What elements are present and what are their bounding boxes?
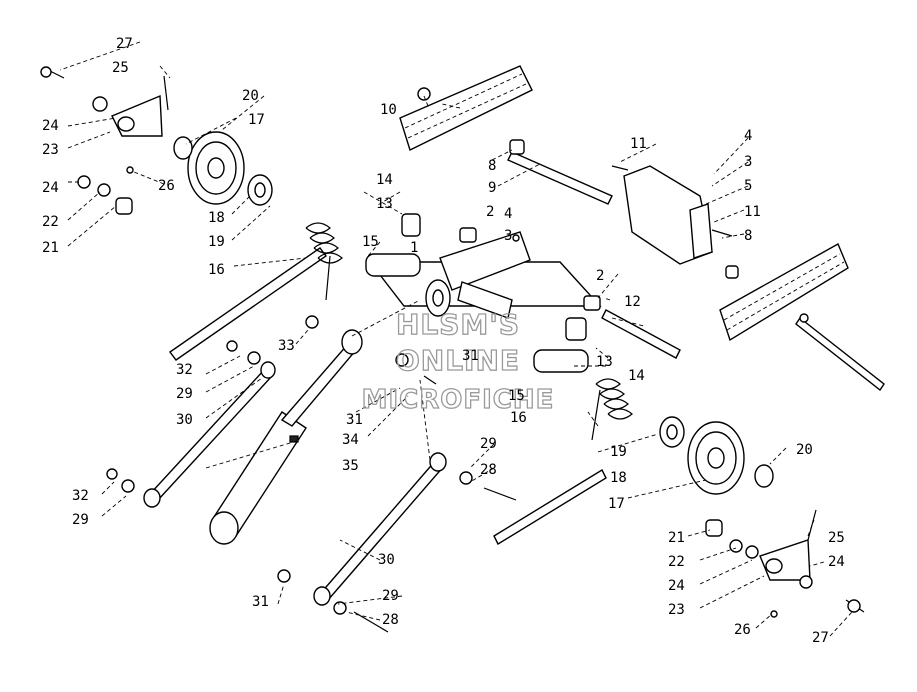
lower-rail (719, 243, 849, 342)
callout-29: 29 (382, 588, 399, 604)
watermark-line-1: HLSM'S (396, 308, 520, 341)
callout-9: 9 (488, 180, 496, 196)
callout-17: 17 (248, 112, 265, 128)
callout-32: 32 (176, 362, 193, 378)
callout-8: 8 (488, 158, 496, 174)
callout-31: 31 (252, 594, 269, 610)
callout-26: 26 (158, 178, 175, 194)
callout-4: 4 (744, 128, 752, 144)
callout-25: 25 (828, 530, 845, 546)
lower-wheel (687, 421, 745, 495)
callout-27: 27 (116, 36, 133, 52)
callout-30: 30 (378, 552, 395, 568)
pivot-arm (368, 231, 602, 319)
callout-4: 4 (504, 206, 512, 222)
callout-14: 14 (628, 368, 645, 384)
bracket (623, 165, 713, 265)
callout-31: 31 (462, 348, 479, 364)
callout-5: 5 (744, 178, 752, 194)
callout-22: 22 (668, 554, 685, 570)
upper-spring (305, 222, 343, 301)
callout-24: 24 (668, 578, 685, 594)
callout-19: 19 (208, 234, 225, 250)
callout-2: 2 (596, 268, 604, 284)
callout-12: 12 (624, 294, 641, 310)
callout-11: 11 (630, 136, 647, 152)
leader-lines (59, 41, 853, 637)
callout-15: 15 (362, 234, 379, 250)
callout-11: 11 (744, 204, 761, 220)
callout-35: 35 (342, 458, 359, 474)
callout-27: 27 (812, 630, 829, 646)
lower-links (143, 361, 447, 606)
watermark-line-2: ONLINE (396, 344, 520, 377)
callout-20: 20 (796, 442, 813, 458)
upper-rail (399, 65, 533, 151)
callout-28: 28 (480, 462, 497, 478)
callout-1: 1 (410, 240, 418, 256)
callout-13: 13 (376, 196, 393, 212)
shock-absorber (209, 329, 363, 545)
callout-24: 24 (42, 180, 59, 196)
upper-wheel (187, 131, 245, 205)
callout-29: 29 (176, 386, 193, 402)
callout-21: 21 (668, 530, 685, 546)
bearings (173, 136, 774, 488)
lower-spring (591, 378, 633, 441)
callout-23: 23 (668, 602, 685, 618)
callout-13: 13 (596, 354, 613, 370)
callout-23: 23 (42, 142, 59, 158)
callout-30: 30 (176, 412, 193, 428)
callout-3: 3 (744, 154, 752, 170)
callout-16: 16 (208, 262, 225, 278)
callout-24: 24 (828, 554, 845, 570)
callout-29: 29 (72, 512, 89, 528)
cross-shafts (169, 151, 885, 545)
callout-3: 3 (504, 228, 512, 244)
callout-2: 2 (486, 204, 494, 220)
callout-31: 31 (346, 412, 363, 428)
callout-25: 25 (112, 60, 129, 76)
callout-10: 10 (380, 102, 397, 118)
callout-28: 28 (382, 612, 399, 628)
callout-18: 18 (208, 210, 225, 226)
callout-22: 22 (42, 214, 59, 230)
hinge-brackets (111, 94, 811, 581)
watermark-line-3: MICROFICHE (362, 385, 555, 415)
callout-17: 17 (608, 496, 625, 512)
callout-20: 20 (242, 88, 259, 104)
callout-21: 21 (42, 240, 59, 256)
bushings (365, 139, 739, 373)
callout-15: 15 (508, 388, 525, 404)
callout-26: 26 (734, 622, 751, 638)
callout-19: 19 (610, 444, 627, 460)
callout-8: 8 (744, 228, 752, 244)
callout-34: 34 (342, 432, 359, 448)
callout-16: 16 (510, 410, 527, 426)
small-hardware (40, 66, 861, 618)
callout-24: 24 (42, 118, 59, 134)
callout-32: 32 (72, 488, 89, 504)
callout-18: 18 (610, 470, 627, 486)
callout-33: 33 (278, 338, 295, 354)
callout-14: 14 (376, 172, 393, 188)
callout-29: 29 (480, 436, 497, 452)
